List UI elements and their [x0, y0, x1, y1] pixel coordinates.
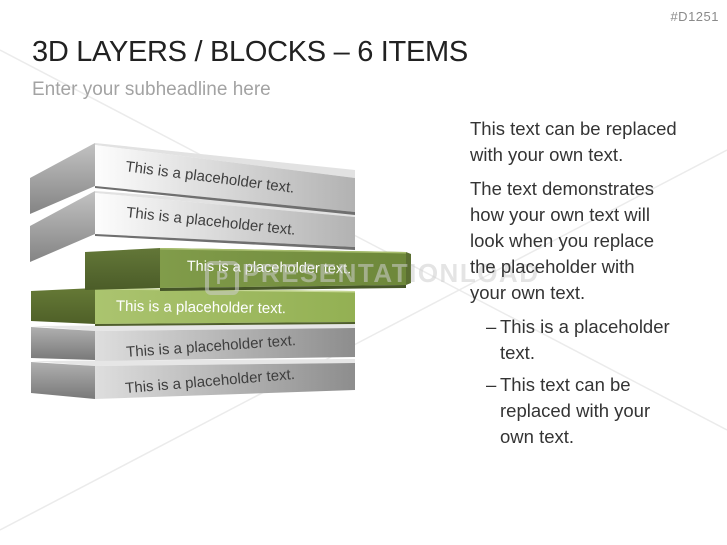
watermark-diagonal-line-1: [0, 49, 727, 431]
block-5-left-face: [31, 327, 95, 360]
block-1-left-face: [30, 143, 95, 214]
block-4-front-face: [95, 288, 355, 324]
block-1: This is a placeholder text.: [30, 143, 355, 215]
block-2-top-face: [95, 191, 355, 217]
block-5: This is a placeholder text.: [31, 324, 355, 361]
bullet-item-1-text: This is a placeholder text.: [500, 316, 670, 363]
block-4-left-face: [31, 288, 95, 324]
bullet-dash: –: [486, 316, 497, 337]
block-3-front-face: [160, 248, 406, 288]
block-3-left-face: [85, 248, 160, 290]
block-6-left-face: [31, 362, 95, 399]
block-6-top-face: [31, 359, 355, 366]
bullet-item-1: –This is a placeholder text.: [486, 314, 715, 366]
block-2: This is a placeholder text.: [30, 191, 355, 262]
bullet-item-2: –This text can be replaced with your own…: [486, 372, 715, 450]
block-1-top-face: [95, 143, 355, 178]
page-title: 3D LAYERS / BLOCKS – 6 ITEMS: [32, 36, 468, 68]
presentationload-logo-icon: P: [205, 261, 239, 295]
block-2-front-face: [95, 193, 355, 247]
slide-code: #D1251: [670, 9, 719, 24]
block-4: This is a placeholder text.: [31, 287, 356, 326]
block-1-bottom-face: [95, 186, 355, 215]
block-4-label: This is a placeholder text.: [116, 298, 286, 317]
block-6: This is a placeholder text.: [31, 359, 355, 399]
right-text-column: This text can be replaced with your own …: [470, 116, 715, 456]
block-5-front-face: [95, 328, 355, 361]
subheadline-placeholder: Enter your subheadline here: [32, 79, 271, 100]
block-2-left-face: [30, 191, 95, 262]
bullet-item-2-text: This text can be replaced with your own …: [500, 374, 651, 447]
presentationload-watermark: PRESENTATIONLOAD: [242, 258, 540, 288]
block-3: This is a placeholder text.: [85, 247, 411, 291]
block-3-bottom-edge: [160, 285, 406, 291]
presentationload-logo-letter: P: [215, 268, 228, 288]
block-3-top-highlight: [159, 247, 407, 254]
block-1-front-face: [95, 145, 355, 212]
block-6-front-face: [95, 363, 355, 399]
block-2-bottom-face: [95, 234, 355, 250]
paragraph-2: The text demonstrates how your own text …: [470, 178, 655, 303]
block-4-bottom-edge: [95, 322, 355, 326]
paragraph-1: This text can be replaced with your own …: [470, 118, 677, 165]
bullet-dash: –: [486, 374, 497, 395]
bullet-list: –This is a placeholder text. –This text …: [486, 314, 715, 450]
watermark-diagonal-line-2: [0, 149, 727, 531]
block-3-right-face: [406, 252, 411, 285]
